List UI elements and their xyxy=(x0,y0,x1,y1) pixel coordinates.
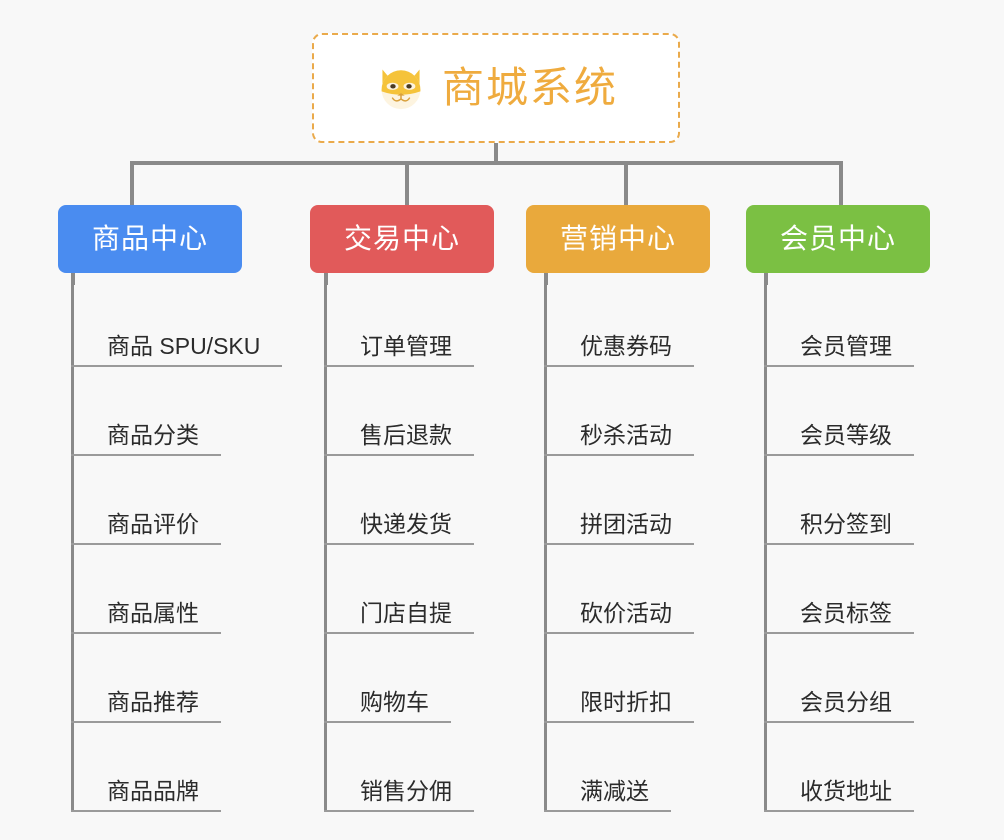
leaf-spine xyxy=(71,278,74,812)
leaf-item[interactable]: 商品评价 xyxy=(71,456,282,545)
leaf-item-label: 会员标签 xyxy=(764,600,914,634)
leaf-column-marketing-center: 优惠券码 秒杀活动 拼团活动 砍价活动 限时折扣 满减送 xyxy=(544,278,694,812)
connector-drop-member-center xyxy=(839,161,843,205)
leaf-item[interactable]: 会员等级 xyxy=(764,367,914,456)
leaf-item[interactable]: 砍价活动 xyxy=(544,545,694,634)
branch-label: 营销中心 xyxy=(559,223,676,254)
leaf-item[interactable]: 积分签到 xyxy=(764,456,914,545)
leaf-item-label: 商品 SPU/SKU xyxy=(71,333,283,367)
leaf-item[interactable]: 销售分佣 xyxy=(324,723,474,812)
branch-header-product-center[interactable]: 商品中心 xyxy=(58,205,242,273)
leaf-spine xyxy=(324,278,327,812)
leaf-item-label: 商品推荐 xyxy=(71,689,221,723)
leaf-item-label: 秒杀活动 xyxy=(544,422,694,456)
leaf-item[interactable]: 门店自提 xyxy=(324,545,474,634)
leaf-item[interactable]: 会员分组 xyxy=(764,634,914,723)
leaf-item-label: 快递发货 xyxy=(324,511,474,545)
leaf-item-label: 购物车 xyxy=(324,689,451,723)
leaf-item[interactable]: 限时折扣 xyxy=(544,634,694,723)
leaf-item[interactable]: 拼团活动 xyxy=(544,456,694,545)
leaf-item[interactable]: 商品 SPU/SKU xyxy=(71,278,283,367)
branch-label: 会员中心 xyxy=(779,223,896,254)
leaf-column-product-center: 商品 SPU/SKU 商品分类 商品评价 商品属性 商品推荐 商品品牌 xyxy=(71,278,283,812)
leaf-item[interactable]: 订单管理 xyxy=(324,278,474,367)
leaf-item-label: 收货地址 xyxy=(764,778,914,812)
leaf-item-label: 商品评价 xyxy=(71,511,221,545)
leaf-item[interactable]: 售后退款 xyxy=(324,367,474,456)
leaf-item-label: 商品品牌 xyxy=(71,778,221,812)
leaf-item-label: 售后退款 xyxy=(324,422,474,456)
leaf-item[interactable]: 满减送 xyxy=(544,723,694,812)
leaf-item[interactable]: 会员管理 xyxy=(764,278,914,367)
leaf-item-label: 门店自提 xyxy=(324,600,474,634)
leaf-item-label: 销售分佣 xyxy=(324,778,474,812)
branch-header-marketing-center[interactable]: 营销中心 xyxy=(526,205,710,273)
leaf-item[interactable]: 商品品牌 xyxy=(71,723,282,812)
branch-label: 交易中心 xyxy=(343,223,460,254)
leaf-item[interactable]: 会员标签 xyxy=(764,545,914,634)
leaf-item-label: 拼团活动 xyxy=(544,511,694,545)
leaf-item-label: 优惠券码 xyxy=(544,333,694,367)
leaf-item-label: 会员分组 xyxy=(764,689,914,723)
leaf-item[interactable]: 商品属性 xyxy=(71,545,282,634)
connector-drop-product-center xyxy=(130,161,134,205)
branch-label: 商品中心 xyxy=(91,223,208,254)
leaf-item-label: 商品分类 xyxy=(71,422,221,456)
leaf-item-label: 商品属性 xyxy=(71,600,221,634)
branch-header-member-center[interactable]: 会员中心 xyxy=(746,205,930,273)
leaf-item-label: 限时折扣 xyxy=(544,689,694,723)
leaf-item[interactable]: 优惠券码 xyxy=(544,278,694,367)
leaf-column-trade-center: 订单管理 售后退款 快递发货 门店自提 购物车 销售分佣 xyxy=(324,278,474,812)
connector-horizontal-bus xyxy=(131,161,842,165)
leaf-item-label: 会员等级 xyxy=(764,422,914,456)
leaf-item-label: 订单管理 xyxy=(324,333,474,367)
leaf-item[interactable]: 秒杀活动 xyxy=(544,367,694,456)
leaf-spine xyxy=(764,278,767,812)
branch-header-trade-center[interactable]: 交易中心 xyxy=(310,205,494,273)
leaf-spine xyxy=(544,278,547,812)
leaf-item[interactable]: 购物车 xyxy=(324,634,474,723)
shiba-dog-icon xyxy=(381,69,421,110)
leaf-column-member-center: 会员管理 会员等级 积分签到 会员标签 会员分组 收货地址 xyxy=(764,278,914,812)
connector-drop-trade-center xyxy=(405,161,409,205)
leaf-item[interactable]: 快递发货 xyxy=(324,456,474,545)
connector-drop-marketing-center xyxy=(624,161,628,205)
leaf-item[interactable]: 收货地址 xyxy=(764,723,914,812)
root-node[interactable]: 商城系统 xyxy=(312,33,680,143)
leaf-item-label: 满减送 xyxy=(544,778,671,812)
leaf-item[interactable]: 商品分类 xyxy=(71,367,282,456)
leaf-item[interactable]: 商品推荐 xyxy=(71,634,282,723)
leaf-item-label: 积分签到 xyxy=(764,511,914,545)
connector-root-stem xyxy=(494,143,498,163)
leaf-item-label: 会员管理 xyxy=(764,333,914,367)
leaf-item-label: 砍价活动 xyxy=(544,600,694,634)
root-title: 商城系统 xyxy=(441,64,618,111)
